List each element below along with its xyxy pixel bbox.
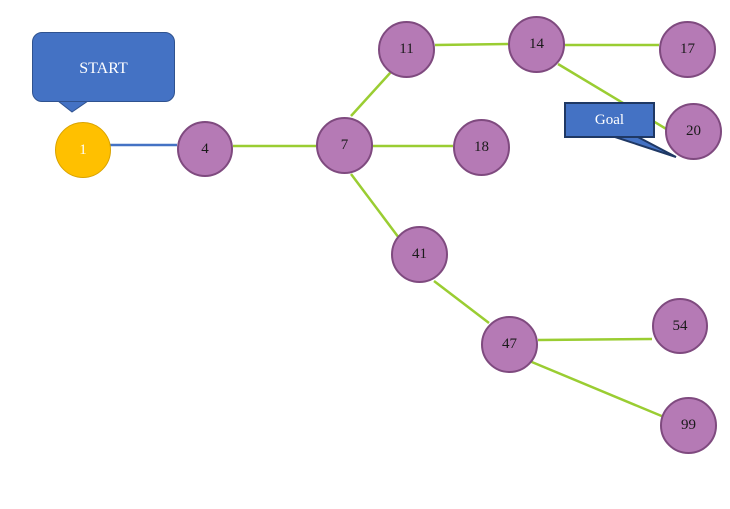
node-18-label: 18 [474,139,489,155]
node-17: 17 [659,21,716,78]
goal-callout: Goal [564,102,655,138]
edge-41-47 [433,280,490,324]
node-99: 99 [660,397,717,454]
node-41-label: 41 [412,246,427,262]
node-11: 11 [378,21,435,78]
node-1: 1 [55,122,111,178]
node-7-label: 7 [340,137,349,153]
node-20-label: 20 [686,123,701,139]
goal-callout-label: Goal [594,111,625,128]
node-4-label: 4 [201,140,209,157]
edge-11-14 [434,42,509,47]
start-callout: START [32,32,175,102]
node-18: 18 [453,119,510,176]
node-4: 4 [177,121,233,177]
node-17-label: 17 [680,41,695,57]
edge-7-11 [350,71,392,117]
start-callout-label: START [79,60,128,77]
node-14: 14 [508,16,565,73]
node-1-label: 1 [79,141,87,158]
node-54: 54 [652,298,708,354]
start-callout-tail [56,100,90,113]
node-47-label: 47 [502,336,517,352]
node-54-label: 54 [672,317,688,334]
edge-7-41 [350,173,400,239]
edge-47-54 [537,337,653,342]
node-14-label: 14 [529,36,544,52]
node-99-label: 99 [681,417,696,433]
node-11-label: 11 [399,41,414,57]
node-7: 7 [316,117,373,174]
node-47: 47 [481,316,538,373]
edge-47-99 [526,358,665,419]
node-41: 41 [391,226,448,283]
node-20: 20 [665,103,722,160]
